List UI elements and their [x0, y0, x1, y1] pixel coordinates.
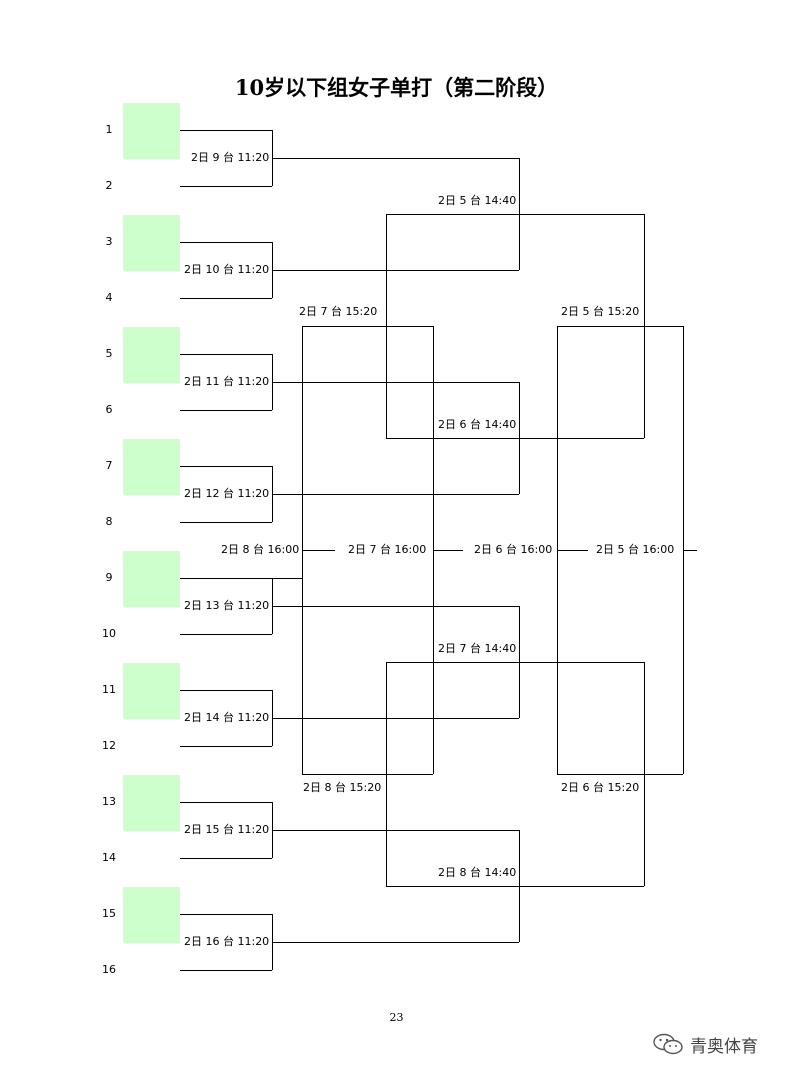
round4-line	[557, 550, 588, 551]
round1-output-line	[272, 606, 519, 607]
round3-match-label: 2日 7 台 15:20	[298, 305, 379, 319]
slot-number: 11	[102, 683, 116, 696]
seed-box	[123, 439, 180, 495]
round2-match-label: 2日 5 台 14:40	[437, 194, 518, 208]
round2-match-label: 2日 7 台 14:40	[437, 642, 518, 656]
seed-box	[123, 887, 180, 943]
slot-line	[180, 970, 272, 971]
round2-output-line	[386, 438, 644, 439]
slot-line	[180, 242, 272, 243]
round3-line	[557, 326, 683, 327]
slot-number: 7	[105, 459, 113, 472]
seed-box	[123, 215, 180, 271]
slot-line	[180, 522, 272, 523]
slot-line	[180, 410, 272, 411]
round1-output-line	[272, 830, 519, 831]
slot-number: 12	[102, 739, 116, 752]
watermark-text: 青奥体育	[690, 1036, 758, 1057]
wechat-icon	[653, 1033, 683, 1055]
round3-line	[302, 774, 433, 775]
round1-match-label: 2日 9 台 11:20	[190, 151, 271, 165]
page-number: 23	[389, 1011, 404, 1024]
slot-line	[180, 130, 272, 131]
round1-match-label: 2日 16 台 11:20	[183, 935, 271, 949]
slot-line	[180, 298, 272, 299]
round4-line	[433, 550, 463, 551]
slot-line	[180, 690, 272, 691]
round4-match-label: 2日 5 台 16:00	[595, 543, 676, 557]
round1-output-line	[272, 382, 519, 383]
slot-number: 14	[102, 851, 116, 864]
seed-box	[123, 663, 180, 719]
slot-number: 3	[105, 235, 113, 248]
round2-output-line	[386, 886, 644, 887]
round1-output-line	[272, 718, 519, 719]
round2-match-label: 2日 8 台 14:40	[437, 866, 518, 880]
page-title: 10岁以下组女子单打（第二阶段）	[234, 75, 559, 100]
slot-number: 9	[105, 571, 113, 584]
slot-line	[180, 802, 272, 803]
round1-match-label: 2日 11 台 11:20	[183, 375, 271, 389]
round3-match-label: 2日 5 台 15:20	[560, 305, 641, 319]
round2-output-line	[386, 662, 644, 663]
slot-line	[180, 858, 272, 859]
round2-output-line	[386, 214, 644, 215]
slot-number: 16	[102, 963, 116, 976]
slot-number: 5	[105, 347, 113, 360]
round1-match-label: 2日 14 台 11:20	[183, 711, 271, 725]
round3-line	[302, 326, 433, 327]
round1-output-line	[272, 494, 519, 495]
slot-number: 1	[105, 123, 113, 136]
slot-line	[180, 914, 272, 915]
round1-match-label: 2日 12 台 11:20	[183, 487, 271, 501]
seed-box	[123, 103, 180, 159]
slot-line	[180, 354, 272, 355]
round1-match-label: 2日 10 台 11:20	[183, 263, 271, 277]
slot-line	[180, 186, 272, 187]
round4-match-label: 2日 8 台 16:00	[220, 543, 301, 557]
slot-number: 10	[102, 627, 116, 640]
seed-box	[123, 327, 180, 383]
round4-match-label: 2日 7 台 16:00	[347, 543, 428, 557]
slot-number: 4	[105, 291, 113, 304]
round1-match-label: 2日 15 台 11:20	[183, 823, 271, 837]
round1-match-label: 2日 13 台 11:20	[183, 599, 271, 613]
round2-match-label: 2日 6 台 14:40	[437, 418, 518, 432]
round3-line	[557, 774, 683, 775]
round4-match-label: 2日 6 台 16:00	[473, 543, 554, 557]
round3-match-label: 2日 8 台 15:20	[302, 781, 383, 795]
slot-line	[180, 466, 272, 467]
slot-number: 15	[102, 907, 116, 920]
slot-line	[180, 746, 272, 747]
slot-number: 8	[105, 515, 113, 528]
round4-line	[302, 550, 335, 551]
slot9-cross-line	[180, 578, 302, 579]
watermark: 青奥体育	[652, 1031, 782, 1057]
round1-output-line	[272, 270, 519, 271]
round1-output-line	[272, 942, 519, 943]
seed-box	[123, 551, 180, 607]
slot-number: 13	[102, 795, 116, 808]
slot-number: 2	[105, 179, 113, 192]
seed-box	[123, 775, 180, 831]
slot-line	[180, 634, 272, 635]
slot-number: 6	[105, 403, 113, 416]
round4-line	[683, 550, 697, 551]
round1-output-line	[272, 158, 519, 159]
round3-match-label: 2日 6 台 15:20	[560, 781, 641, 795]
